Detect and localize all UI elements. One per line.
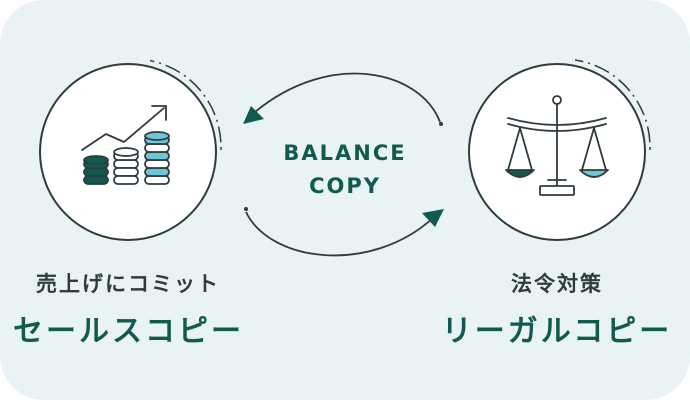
rising-coins-chart-icon [81, 105, 170, 185]
balance-scale-icon [505, 95, 609, 196]
center-title: BALANCE COPY [245, 137, 445, 203]
top-cycle-arrow [243, 72, 443, 126]
left-subtitle: 売上げにコミット [36, 272, 220, 296]
right-subtitle: 法令対策 [511, 272, 603, 296]
left-title: セールスコピー [13, 314, 244, 349]
right-title: リーガルコピー [441, 314, 673, 349]
bottom-cycle-arrow [244, 207, 444, 257]
center-title-line2: COPY [309, 174, 381, 198]
right-circle [468, 59, 651, 241]
center-title-line1: BALANCE [283, 141, 407, 165]
